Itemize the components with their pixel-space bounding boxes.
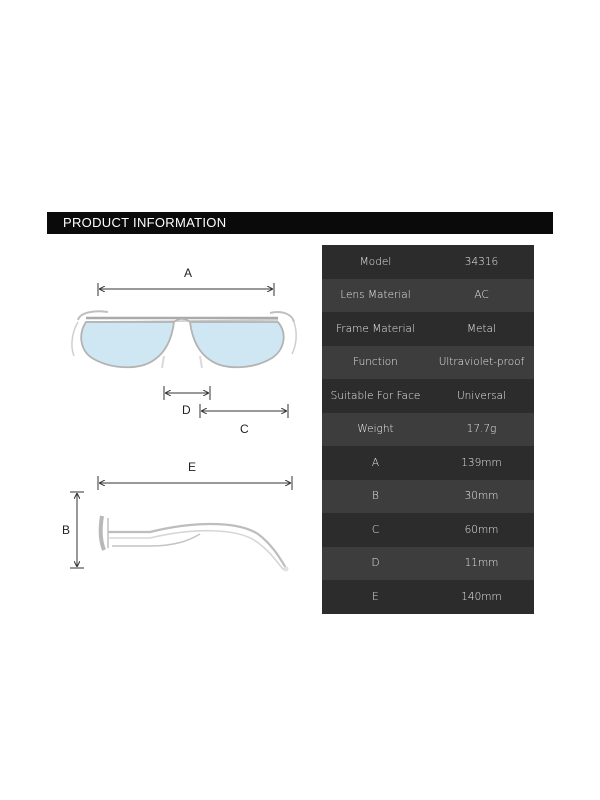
spec-value: 140mm bbox=[461, 590, 502, 603]
spec-row-c: C 60mm bbox=[322, 513, 534, 547]
spec-key: Lens Material bbox=[340, 289, 411, 302]
label-e: E bbox=[188, 460, 196, 474]
dimension-b: B bbox=[62, 491, 84, 569]
label-d: D bbox=[182, 403, 191, 417]
dimension-d: D bbox=[163, 386, 211, 417]
spec-row-d: D 11mm bbox=[322, 546, 534, 580]
spec-key: C bbox=[371, 523, 380, 536]
spec-key: Weight bbox=[357, 423, 394, 436]
spec-row-weight: Weight 17.7g bbox=[322, 412, 534, 446]
spec-value: 34316 bbox=[464, 255, 499, 268]
spec-key: Model bbox=[359, 255, 392, 268]
spec-value: 17.7g bbox=[466, 423, 497, 436]
spec-key: D bbox=[371, 557, 380, 570]
label-b: B bbox=[62, 523, 70, 537]
glasses-side-view bbox=[98, 515, 289, 572]
spec-row-a: A 139mm bbox=[322, 446, 534, 480]
spec-row-frame-material: Frame Material Metal bbox=[322, 312, 534, 346]
section-header: PRODUCT INFORMATION bbox=[47, 212, 553, 234]
dimension-c: C bbox=[199, 404, 289, 436]
spec-value: Universal bbox=[456, 389, 507, 402]
section-title: PRODUCT INFORMATION bbox=[63, 215, 227, 230]
spec-key: A bbox=[371, 456, 380, 469]
dimension-a: A bbox=[97, 266, 275, 296]
label-c: C bbox=[240, 422, 249, 436]
spec-value: 60mm bbox=[464, 523, 499, 536]
label-a: A bbox=[184, 266, 192, 280]
spec-value: 30mm bbox=[464, 490, 499, 503]
spec-value: AC bbox=[474, 289, 489, 302]
spec-key: Suitable For Face bbox=[330, 389, 421, 402]
spec-row-suitable-face: Suitable For Face Universal bbox=[322, 379, 534, 413]
spec-value: Metal bbox=[467, 322, 496, 335]
dimension-e: E bbox=[97, 460, 293, 490]
spec-row-model: Model 34316 bbox=[322, 245, 534, 279]
glasses-front-view bbox=[71, 310, 297, 369]
spec-row-e: E 140mm bbox=[322, 580, 534, 614]
spec-row-b: B 30mm bbox=[322, 479, 534, 513]
spec-key: E bbox=[372, 590, 379, 603]
spec-value: Ultraviolet-proof bbox=[438, 356, 525, 369]
spec-key: Frame Material bbox=[336, 322, 415, 335]
spec-row-lens-material: Lens Material AC bbox=[322, 278, 534, 312]
spec-key: B bbox=[372, 490, 379, 503]
spec-row-function: Function Ultraviolet-proof bbox=[322, 345, 534, 379]
spec-table: Model 34316 Lens Material AC Frame Mater… bbox=[322, 245, 534, 614]
spec-key: Function bbox=[353, 356, 398, 369]
spec-value: 11mm bbox=[464, 557, 499, 570]
spec-value: 139mm bbox=[461, 456, 502, 469]
